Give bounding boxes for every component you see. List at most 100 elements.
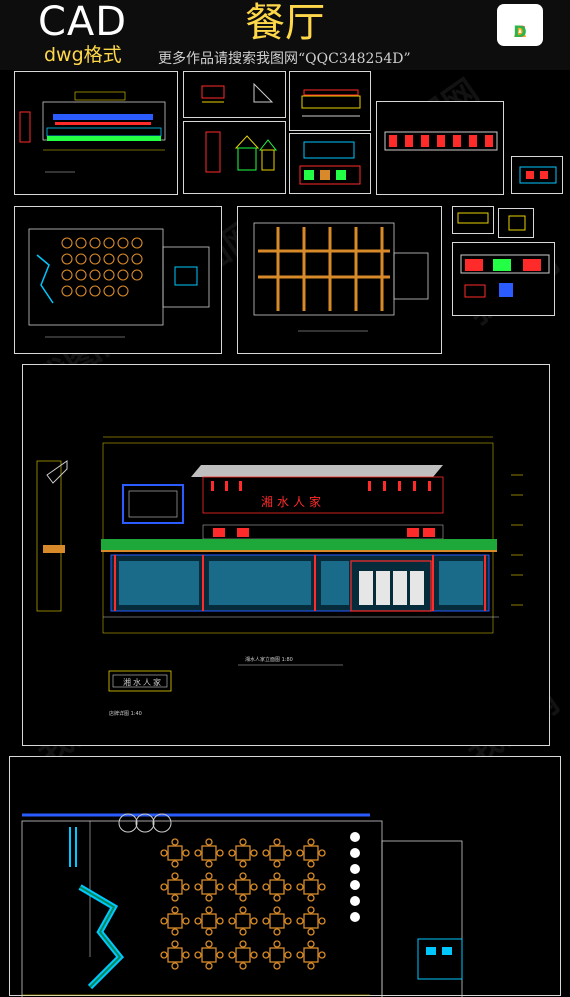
booth-elevation-drawing — [460, 254, 550, 298]
icon-detail-drawing — [508, 215, 526, 231]
sheet-ceiling-plan — [237, 206, 442, 354]
dining-chair — [239, 860, 247, 868]
dining-chair — [205, 928, 213, 936]
sheet-detail-a — [183, 71, 286, 118]
dining-table — [235, 947, 251, 963]
dining-chair — [273, 860, 281, 868]
dining-chair — [205, 906, 213, 914]
small-sign-text: 湘水人家 — [123, 677, 163, 687]
floor-plan-large-drawing — [21, 813, 463, 997]
sheet-floor-plan-small — [14, 206, 222, 354]
dining-chair — [307, 894, 315, 902]
dining-chair — [239, 940, 247, 948]
dining-chair — [273, 838, 281, 846]
dining-table — [201, 913, 217, 929]
detail-a-drawing — [201, 82, 274, 103]
dining-chair — [160, 849, 168, 857]
dining-chair — [284, 951, 292, 959]
sign-detail-drawing — [457, 212, 489, 224]
dining-table — [269, 879, 285, 895]
dining-chair — [318, 951, 326, 959]
detail-caption: 店牌详图 1:40 — [109, 710, 142, 717]
dining-table — [201, 947, 217, 963]
dining-table — [201, 879, 217, 895]
dining-chair — [171, 928, 179, 936]
dining-chair — [171, 940, 179, 948]
dining-chair — [216, 951, 224, 959]
dining-chair — [171, 860, 179, 868]
dining-chair — [239, 906, 247, 914]
dining-chair — [273, 940, 281, 948]
dining-chair — [307, 962, 315, 970]
dining-chair — [296, 951, 304, 959]
dining-chair — [182, 917, 190, 925]
dining-table — [167, 879, 183, 895]
dining-chair — [205, 872, 213, 880]
format-label: dwg格式 — [44, 44, 122, 66]
dining-chair — [273, 906, 281, 914]
dining-chair — [171, 838, 179, 846]
sheet-icon-detail — [498, 208, 534, 238]
floor-plan-small-drawing — [28, 228, 210, 338]
dining-table — [167, 947, 183, 963]
sheet-interior-elevation — [289, 133, 371, 194]
sheet-front-elevation: 湘水人家 — [22, 364, 550, 746]
dining-chair — [318, 849, 326, 857]
dining-table — [303, 879, 319, 895]
sheet-detail-b — [289, 71, 371, 131]
dining-chair — [307, 860, 315, 868]
dining-chair — [307, 928, 315, 936]
dining-chair — [262, 883, 270, 891]
dining-chair — [239, 894, 247, 902]
dining-chair — [284, 917, 292, 925]
dining-chair — [284, 849, 292, 857]
dining-chair — [160, 883, 168, 891]
dining-chair — [194, 917, 202, 925]
dining-chair — [273, 962, 281, 970]
dining-chair — [194, 883, 202, 891]
sheet-booth-elevation — [452, 242, 555, 316]
subtitle: 更多作品请搜索我图网“QQC348254D” — [158, 51, 411, 67]
dining-table — [269, 947, 285, 963]
dining-chair — [239, 838, 247, 846]
dining-chair — [216, 917, 224, 925]
dining-chair — [228, 849, 236, 857]
dining-chair — [262, 951, 270, 959]
dining-chair — [239, 962, 247, 970]
pavilion-drawing — [205, 131, 278, 173]
detail-b-drawing — [301, 89, 361, 117]
dining-chair — [216, 883, 224, 891]
dining-chair — [273, 928, 281, 936]
dining-chair — [171, 872, 179, 880]
dining-chair — [205, 940, 213, 948]
dining-chair — [250, 883, 258, 891]
sheet-sign-detail — [452, 206, 494, 234]
dining-table — [235, 913, 251, 929]
storefront-overview-drawing — [19, 91, 166, 173]
cad-title: CAD — [38, 0, 128, 45]
dining-chair — [160, 951, 168, 959]
dining-chair — [194, 951, 202, 959]
dining-chair — [216, 849, 224, 857]
dining-table — [303, 947, 319, 963]
dining-chair — [205, 962, 213, 970]
ceiling-plan-drawing — [253, 222, 429, 332]
dining-table — [235, 845, 251, 861]
dining-table — [269, 913, 285, 929]
dining-chair — [284, 883, 292, 891]
sheet-floor-plan-large — [9, 756, 561, 997]
dining-chair — [273, 894, 281, 902]
banquette-drawing — [384, 131, 498, 151]
dining-chair — [171, 894, 179, 902]
dining-chair — [262, 849, 270, 857]
dining-chair — [194, 849, 202, 857]
dining-table — [303, 913, 319, 929]
dining-chair — [296, 883, 304, 891]
dining-chair — [296, 917, 304, 925]
small-right-drawing — [519, 166, 557, 184]
dining-chair — [262, 917, 270, 925]
dining-chair — [205, 894, 213, 902]
dining-chair — [228, 951, 236, 959]
dining-chair — [307, 872, 315, 880]
